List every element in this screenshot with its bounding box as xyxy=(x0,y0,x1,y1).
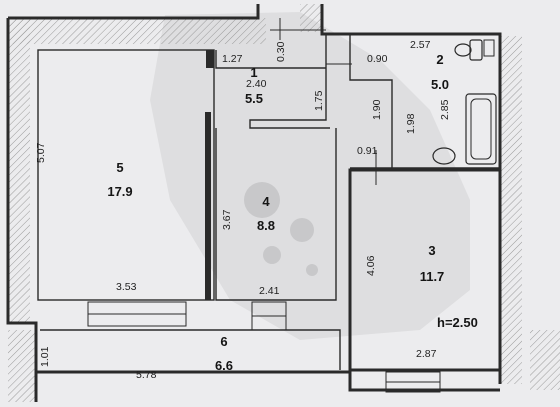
room-3-number: 3 xyxy=(428,243,436,258)
room-5-number: 5 xyxy=(116,160,124,175)
room-1-top xyxy=(215,50,326,69)
dimension-0-30: 0.30 xyxy=(275,41,287,62)
dimension-1-27: 1.27 xyxy=(222,53,243,65)
room-2-number: 2 xyxy=(436,52,444,67)
dimension-0-91: 0.91 xyxy=(357,145,378,157)
wall-top-shaft xyxy=(300,4,322,32)
outer-wall-bottom-left xyxy=(8,330,36,402)
wall-left xyxy=(6,18,38,402)
room-4-area: 8.8 xyxy=(256,218,276,233)
dimension-1-98: 1.98 xyxy=(405,113,417,134)
dimension-2-40: 2.40 xyxy=(246,78,267,90)
room-5-outline xyxy=(37,49,215,301)
dimension-3-67: 3.67 xyxy=(221,209,233,230)
wall-top-left xyxy=(8,4,260,20)
outer-wall-right-bottom xyxy=(530,330,560,390)
outer-wall-left xyxy=(8,18,30,323)
room-2-area: 5.0 xyxy=(430,77,450,92)
room-6-area: 6.6 xyxy=(214,358,234,373)
dimension-5-07: 5.07 xyxy=(35,142,47,163)
dimension-5-78: 5.78 xyxy=(136,369,157,381)
outer-wall-right xyxy=(500,36,522,384)
room-1-right xyxy=(249,34,330,129)
sink-icon xyxy=(432,147,456,165)
door-jamb xyxy=(206,50,214,68)
dimension-2-57: 2.57 xyxy=(410,39,431,51)
bathtub-icon xyxy=(465,93,497,165)
watermark-logo xyxy=(244,182,318,276)
wash-basin-icon xyxy=(483,39,495,57)
shadow-shape xyxy=(150,12,470,340)
dimension-2-85: 2.85 xyxy=(439,99,451,120)
room-1-number: 1 xyxy=(250,65,258,80)
dimension-1-01: 1.01 xyxy=(39,346,51,367)
room-4-outline xyxy=(215,128,337,301)
room-6-outline xyxy=(40,329,341,370)
toilet-icon xyxy=(454,39,483,61)
dimension-1-75: 1.75 xyxy=(313,90,325,111)
room-6-number: 6 xyxy=(220,334,228,349)
dimension-0-90: 0.90 xyxy=(367,53,388,65)
dimension-1-90: 1.90 xyxy=(371,99,383,120)
room-4-number: 4 xyxy=(262,194,270,209)
dimension-4-06: 4.06 xyxy=(365,255,377,276)
dimension-2-41: 2.41 xyxy=(259,285,280,297)
wall-bottom xyxy=(36,370,500,392)
room-3-area: 11.7 xyxy=(419,269,445,284)
dimension-3-53: 3.53 xyxy=(116,281,137,293)
room-2-outline xyxy=(349,34,500,169)
room-5-area: 17.9 xyxy=(107,184,133,199)
dimension-2-87: 2.87 xyxy=(416,348,437,360)
room-1-area: 5.5 xyxy=(244,91,264,106)
outer-wall-top xyxy=(8,18,266,44)
room-3-outline xyxy=(348,168,502,372)
ceiling-height: h=2.50 xyxy=(437,315,478,330)
